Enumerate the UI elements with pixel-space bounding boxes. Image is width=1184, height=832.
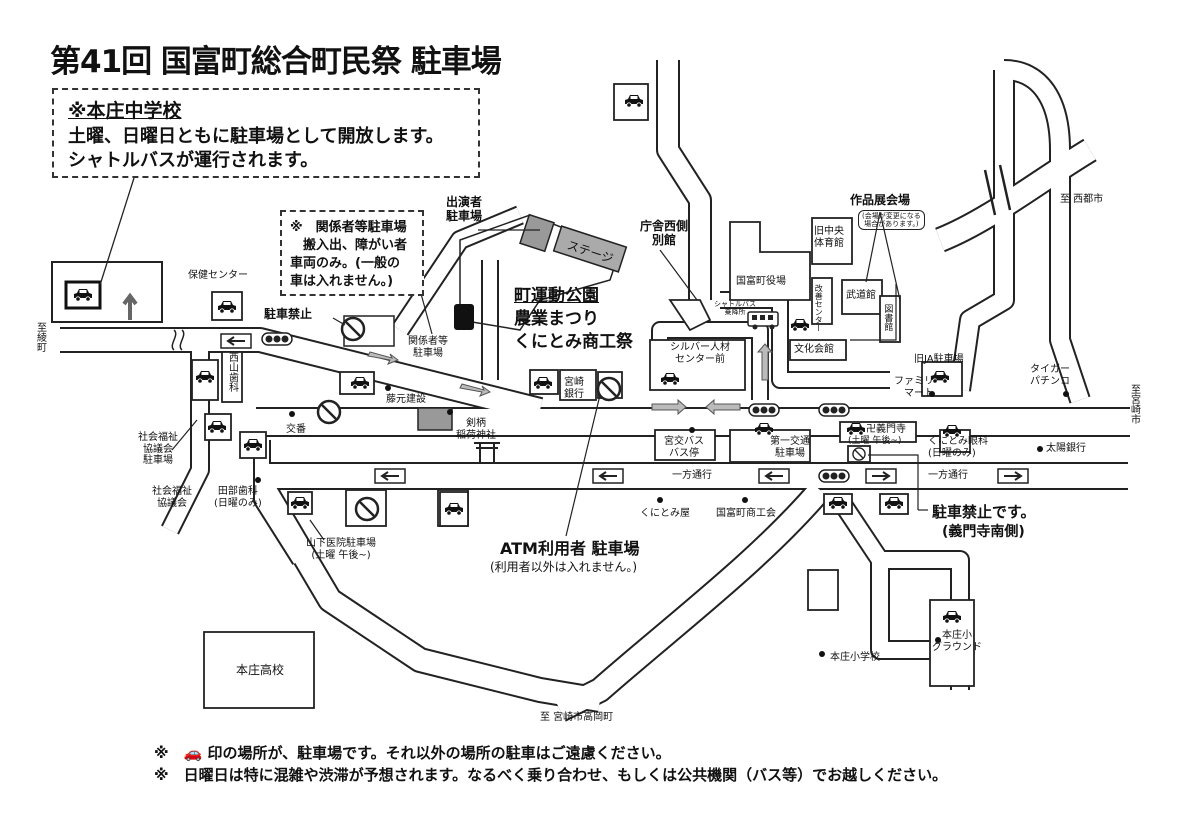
honjo-note-line2: シャトルバスが運行されます。 xyxy=(68,150,319,171)
miyazaki-bank-label: 宮崎 銀行 xyxy=(564,377,584,400)
stage-block xyxy=(552,225,628,273)
performer-parking-lot[interactable] xyxy=(519,213,555,253)
no-parking-south-label-1: 駐車禁止です。 xyxy=(932,503,1036,521)
to-miyazaki-label: 至宮崎市 xyxy=(1128,384,1140,424)
direction-arrow xyxy=(122,292,138,320)
honjo-elem-label: 本庄小学校 xyxy=(830,652,880,663)
staff-note-line1: ※ 関係者等駐車場 xyxy=(290,220,407,235)
nishiyama-dental-label: 西山歯科 xyxy=(226,352,238,392)
town-office-complex xyxy=(668,217,901,361)
park-name-label: 町運動公園 xyxy=(514,286,599,306)
festival-label-1: 農業まつり xyxy=(514,309,599,329)
honjo-high-label: 本庄高校 xyxy=(236,663,285,677)
road-break-mark xyxy=(983,164,1012,216)
staff-parking-note: ※ 関係者等駐車場 搬入出、障がい者 車両のみ。(一般の 車は入れません。) xyxy=(280,210,424,296)
atm-note-label: (利用者以外は入れません。) xyxy=(490,560,638,574)
road-break-mark xyxy=(171,329,185,351)
family-mart-label: ファミリー マート xyxy=(894,376,944,399)
town-office-label: 国富町役場 xyxy=(736,276,786,287)
gimonji-time-label: (土曜 午後~) xyxy=(848,436,902,446)
staff-note-line3: 車両のみ。(一般の xyxy=(290,256,400,271)
poi-dots xyxy=(255,385,1069,657)
to-takaoka-label: 至 宮崎市高岡町 xyxy=(540,712,614,723)
social-welfare-parking-label: 社会福祉 協議会 駐車場 xyxy=(138,432,178,466)
kunitomiya-label: くにとみ屋 xyxy=(640,508,690,519)
footer-note-1: ※ 🚗 印の場所が、駐車場です。それ以外の場所の駐車はご遠慮ください。 xyxy=(154,744,671,762)
no-parking-label: 駐車禁止 xyxy=(264,307,313,321)
one-way-label-1: 一方通行 xyxy=(672,470,712,481)
staff-note-line4: 車は入れません。) xyxy=(290,274,394,289)
atm-parking-label: ATM利用者 駐車場 xyxy=(500,539,640,558)
yamashita-label: 山下医院駐車場 (土曜 午後~) xyxy=(306,538,376,561)
performer-parking-label: 出演者 駐車場 xyxy=(446,195,483,223)
honjo-jhs-note: ※本庄中学校 土曜、日曜日ともに駐車場として開放します。 シャトルバスが運行され… xyxy=(52,88,480,178)
exhibit-note-label: (会場が変更になる 場合があります。) xyxy=(858,210,925,231)
koban-label: 交番 xyxy=(286,424,306,435)
library-label: 図書館 xyxy=(882,304,893,331)
fujimoto-building xyxy=(417,407,453,431)
callout-lines xyxy=(171,211,928,541)
one-way-label-2: 一方通行 xyxy=(928,470,968,481)
tiger-pachinko-label: タイガー パチンコ xyxy=(1030,364,1070,387)
daiichi-parking-label: 第一交通 駐車場 xyxy=(770,436,810,459)
annex-label: 庁舎西側 別館 xyxy=(640,219,689,247)
to-saito-label: 至 西都市 xyxy=(1060,194,1104,205)
page-title: 第41回 国富町総合町民祭 駐車場 xyxy=(50,44,502,80)
bus-icon xyxy=(747,311,779,330)
restroom-icon xyxy=(454,304,474,330)
old-ja-label: 旧JA駐車場 xyxy=(914,354,964,365)
honjo-note-heading: ※本庄中学校 xyxy=(68,100,182,122)
exhibit-venue-label: 作品展会場 xyxy=(850,193,911,207)
taiyo-bank-label: 太陽銀行 xyxy=(1046,443,1086,454)
callout-line xyxy=(99,177,135,286)
staff-note-line2: 搬入出、障がい者 xyxy=(290,238,408,253)
tabe-dental-label: 田部歯科 (日曜のみ) xyxy=(214,486,262,509)
budokan-label: 武道館 xyxy=(846,290,876,301)
shrine-label: 剣柄 稲荷神社 xyxy=(456,418,496,441)
torii-icon xyxy=(474,442,500,462)
car-icon xyxy=(790,318,810,332)
no-parking-south-label-2: (義門寺南側) xyxy=(942,524,1025,540)
kunitomi-eye-label: くにとみ眼科 (日曜のみ) xyxy=(928,436,988,459)
silver-center-label: シルバー人材 センター前 xyxy=(670,342,730,365)
kaizen-center-label: 改善センター xyxy=(814,284,824,332)
health-center-label: 保健センター xyxy=(188,270,248,281)
culture-hall-label: 文化会館 xyxy=(794,344,834,355)
footer-note-2: ※ 日曜日は特に混雑や渋滞が予想されます。なるべく乗り合わせ、もしくは公共機関（… xyxy=(154,766,948,784)
shuttle-stop-label: シャトルバス 乗降所 xyxy=(714,300,756,317)
honjo-note-line1: 土曜、日曜日ともに駐車場として開放します。 xyxy=(68,126,444,147)
old-gym-label: 旧中央 体育館 xyxy=(814,226,844,249)
honjo-elem-ground-label: 本庄小 グラウンド xyxy=(932,630,982,653)
miyako-bus-label: 宮交バス バス停 xyxy=(664,436,704,459)
staff-parking-label: 関係者等 駐車場 xyxy=(408,336,448,359)
festival-label-2: くにとみ商工祭 xyxy=(514,332,633,352)
commerce-label: 国富町商工会 xyxy=(716,508,776,519)
gimonji-label: 卍義門寺 xyxy=(866,424,906,435)
to-ayacho-label: 至綾町 xyxy=(34,322,46,352)
direction-arrows xyxy=(367,343,774,416)
fujimoto-label: 藤元建設 xyxy=(386,394,426,405)
social-welfare-label: 社会福祉 協議会 xyxy=(152,486,192,509)
